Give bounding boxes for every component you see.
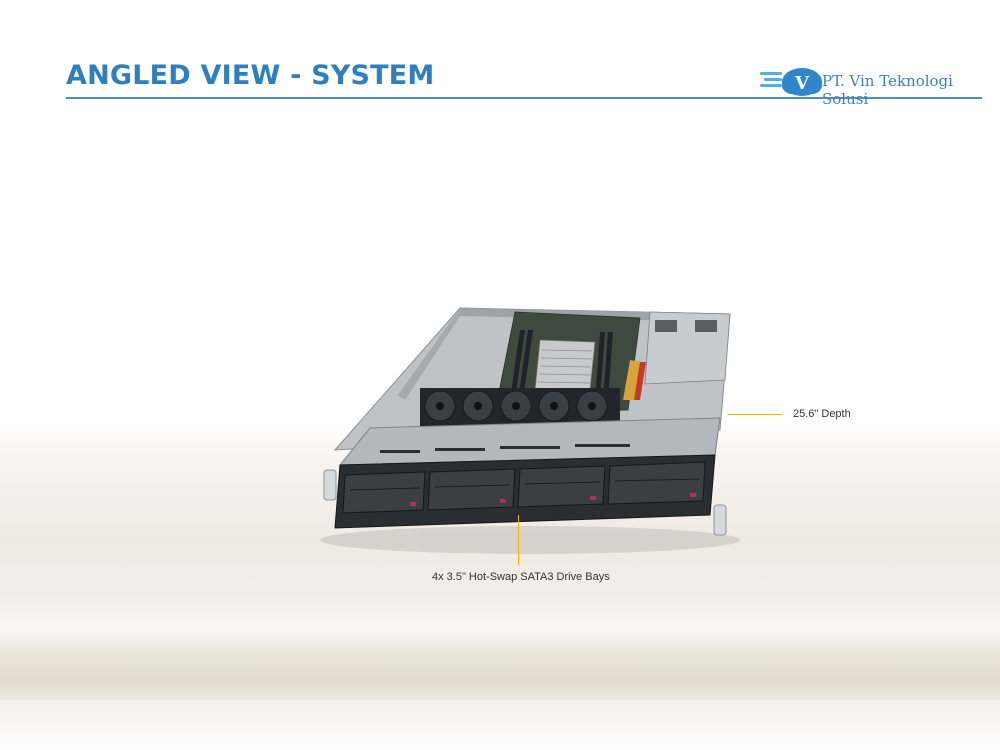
company-logo: V [760, 68, 822, 96]
cloud-logo-icon: V [782, 68, 822, 96]
logo-mark-letter: V [794, 73, 810, 94]
drive-bays-callout-label: 4x 3.5" Hot-Swap SATA3 Drive Bays [432, 571, 610, 583]
bottom-fade [0, 700, 1000, 750]
title-underline [66, 97, 982, 99]
company-name: PT. Vin Teknologi Solusi [822, 72, 953, 108]
depth-callout-label: 25.6" Depth [793, 408, 851, 420]
slide-title: ANGLED VIEW - SYSTEM [66, 60, 435, 91]
speed-lines-icon [760, 72, 782, 87]
server-chassis-image [320, 307, 740, 554]
depth-callout-line [728, 414, 782, 415]
drive-bays-callout-line [518, 515, 519, 565]
drive-bays [342, 461, 706, 514]
